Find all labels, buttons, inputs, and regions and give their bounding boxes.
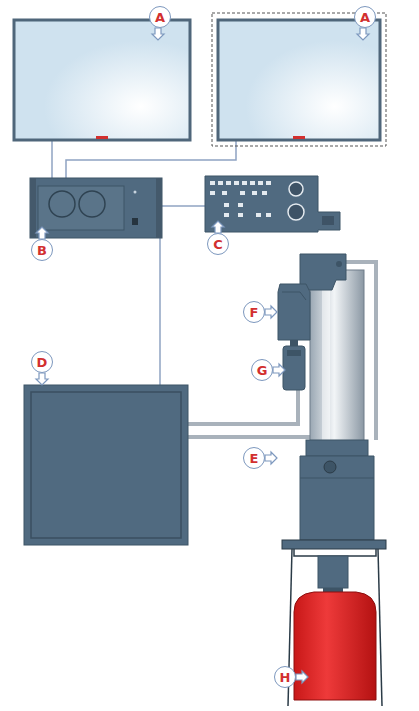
camera-unit	[278, 284, 310, 346]
frame	[288, 549, 382, 706]
monitor	[14, 20, 190, 140]
callout-letter: G	[251, 359, 273, 381]
computer-unit	[30, 178, 162, 238]
callout-letter: A	[149, 6, 171, 28]
callout-letter: C	[207, 233, 229, 255]
monitor	[218, 20, 380, 140]
column	[300, 254, 364, 442]
callout-letter: H	[274, 666, 296, 688]
gas-cylinder	[294, 556, 376, 700]
callout-letter: D	[31, 351, 53, 373]
base-unit	[282, 440, 386, 549]
callout-letter: B	[31, 239, 53, 261]
callout-letter: F	[243, 301, 265, 323]
control-panel	[205, 176, 340, 232]
callout-arrows	[36, 28, 369, 683]
callout-letter: E	[243, 447, 265, 469]
cabinet	[24, 385, 188, 545]
control-module	[283, 346, 305, 390]
callout-letter: A	[354, 6, 376, 28]
